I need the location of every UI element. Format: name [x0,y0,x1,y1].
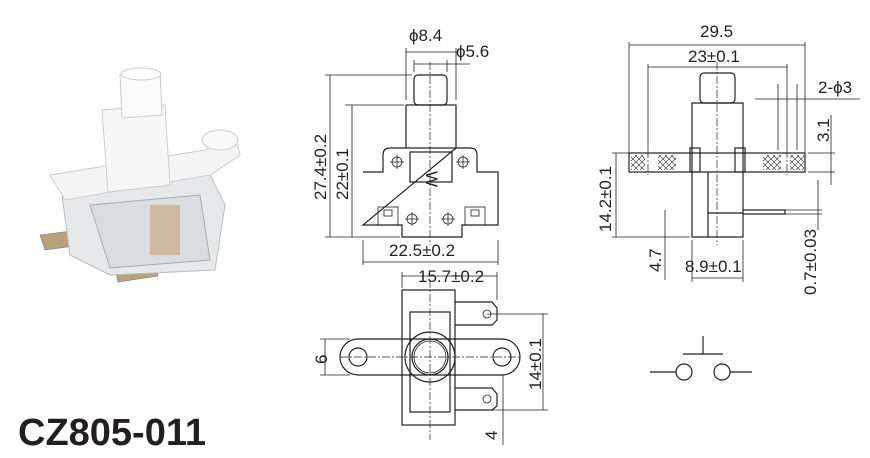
dim-27-4: 27.4±0.2 [311,134,330,200]
dim-8-9: 8.9±0.1 [685,257,742,276]
dim-22-5: 22.5±0.2 [389,241,455,260]
dim-2-phi-3: 2-ϕ3 [818,78,852,97]
spring-mark: W [422,171,441,187]
dim-4-7: 4.7 [646,248,665,272]
dim-14: 14±0.1 [526,338,545,390]
dim-23: 23±0.1 [688,47,740,66]
dim-22: 22±0.1 [333,148,352,200]
product-photo [39,67,241,283]
bottom-view: 15.7±0.2 6 14±0.1 4 [312,267,548,445]
dim-phi-5-6: ϕ5.6 [456,42,489,61]
side-view: 29.5 23±0.1 2-ϕ3 3.1 14.2±0.1 4.7 8.9±0.… [596,22,860,295]
model-title: CZ805-011 [18,412,207,454]
dim-6: 6 [312,355,331,364]
dim-0-7: 0.7±0.03 [801,229,820,295]
dim-14-2: 14.2±0.1 [596,166,615,232]
dim-29-5: 29.5 [700,22,733,41]
switch-symbol [650,336,752,381]
dim-3-1: 3.1 [814,118,833,142]
dim-4: 4 [482,431,501,440]
dim-15-7: 15.7±0.2 [418,267,484,286]
front-view: W ϕ8.4 ϕ5.6 27.4±0.2 22±0.1 22.5±0.2 [311,26,499,265]
dim-phi-8-4: ϕ8.4 [409,26,442,45]
